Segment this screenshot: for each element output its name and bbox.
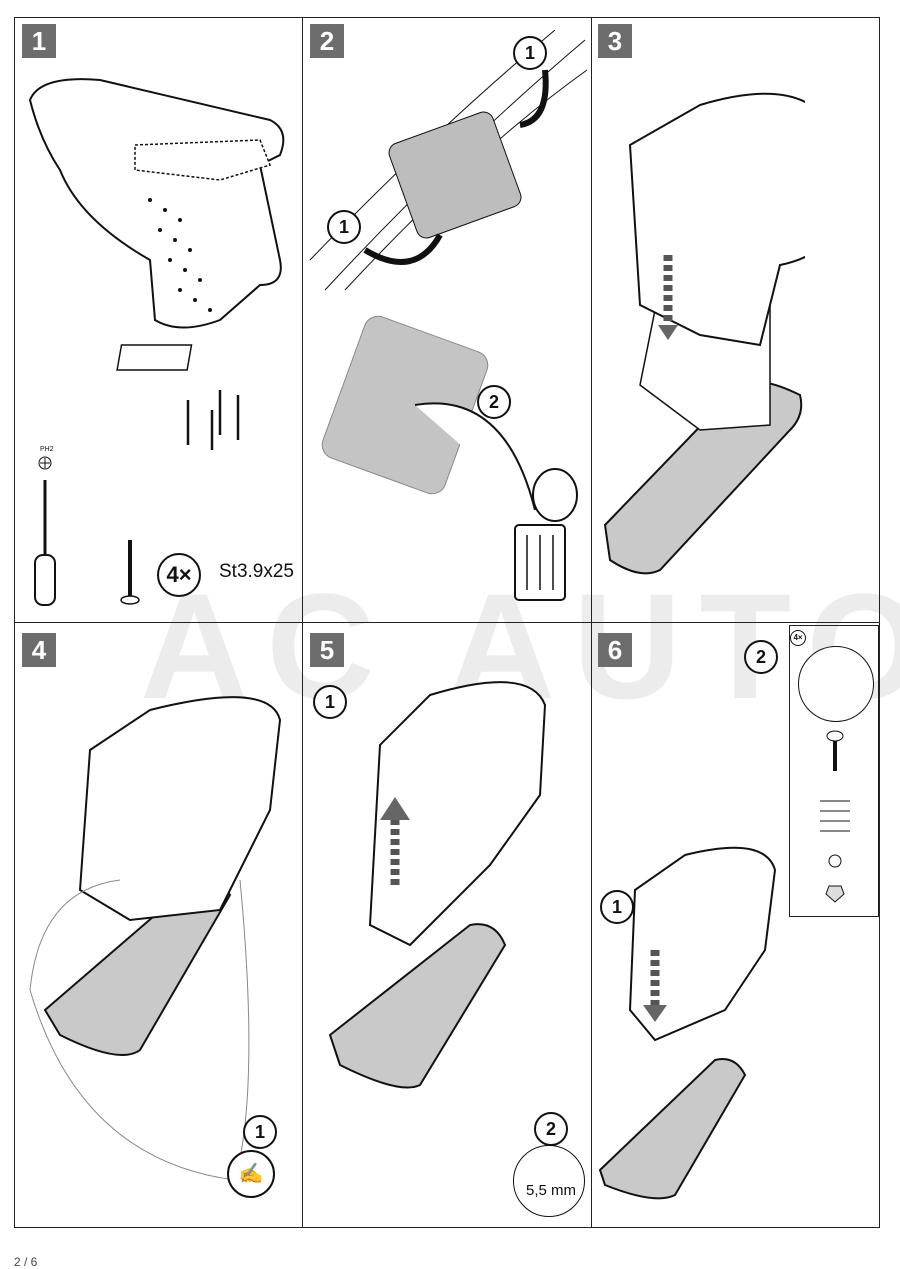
screw-icon xyxy=(120,540,140,605)
sub-step-1-badge: 1 xyxy=(243,1115,277,1149)
step-number: 1 xyxy=(22,24,56,58)
marker-pen-icon: ✍ xyxy=(227,1150,275,1198)
drill-detail: 5,5 mm xyxy=(513,1145,585,1217)
step-number: 5 xyxy=(310,633,344,667)
armrest-final-illustration xyxy=(598,846,777,1200)
step-number: 3 xyxy=(598,24,632,58)
sub-step-2-badge: 2 xyxy=(744,640,778,674)
hardware-detail-box: 4× xyxy=(789,625,879,917)
quantity-badge: 4× xyxy=(157,553,201,597)
tool-spec-label: PH2 xyxy=(40,446,54,453)
sub-step-1-badge: 1 xyxy=(327,210,361,244)
sub-step-1-badge: 1 xyxy=(513,36,547,70)
armrest-illustration xyxy=(28,78,285,450)
step-number: 6 xyxy=(598,633,632,667)
console-tray-illustration xyxy=(309,30,588,601)
sub-step-1-badge: 1 xyxy=(313,685,347,719)
step-number: 4 xyxy=(22,633,56,667)
armrest-lift-illustration xyxy=(328,681,547,1089)
screwdriver-icon xyxy=(34,456,56,606)
drill-size-label: 5,5 mm xyxy=(526,1182,577,1199)
hex-key-icon xyxy=(798,646,874,722)
bolt-stack-icon xyxy=(820,730,850,903)
sub-step-2-badge: 2 xyxy=(534,1112,568,1146)
sub-step-2-badge: 2 xyxy=(477,385,511,419)
page-number: 2 / 6 xyxy=(14,1255,38,1269)
sub-step-1-badge: 1 xyxy=(600,890,634,924)
armrest-install-illustration xyxy=(603,92,805,575)
screw-spec-label: St3.9x25 xyxy=(219,561,294,582)
divider xyxy=(14,622,880,623)
step-number: 2 xyxy=(310,24,344,58)
quantity-badge: 4× xyxy=(790,630,806,646)
armrest-mount-illustration xyxy=(29,696,282,1181)
